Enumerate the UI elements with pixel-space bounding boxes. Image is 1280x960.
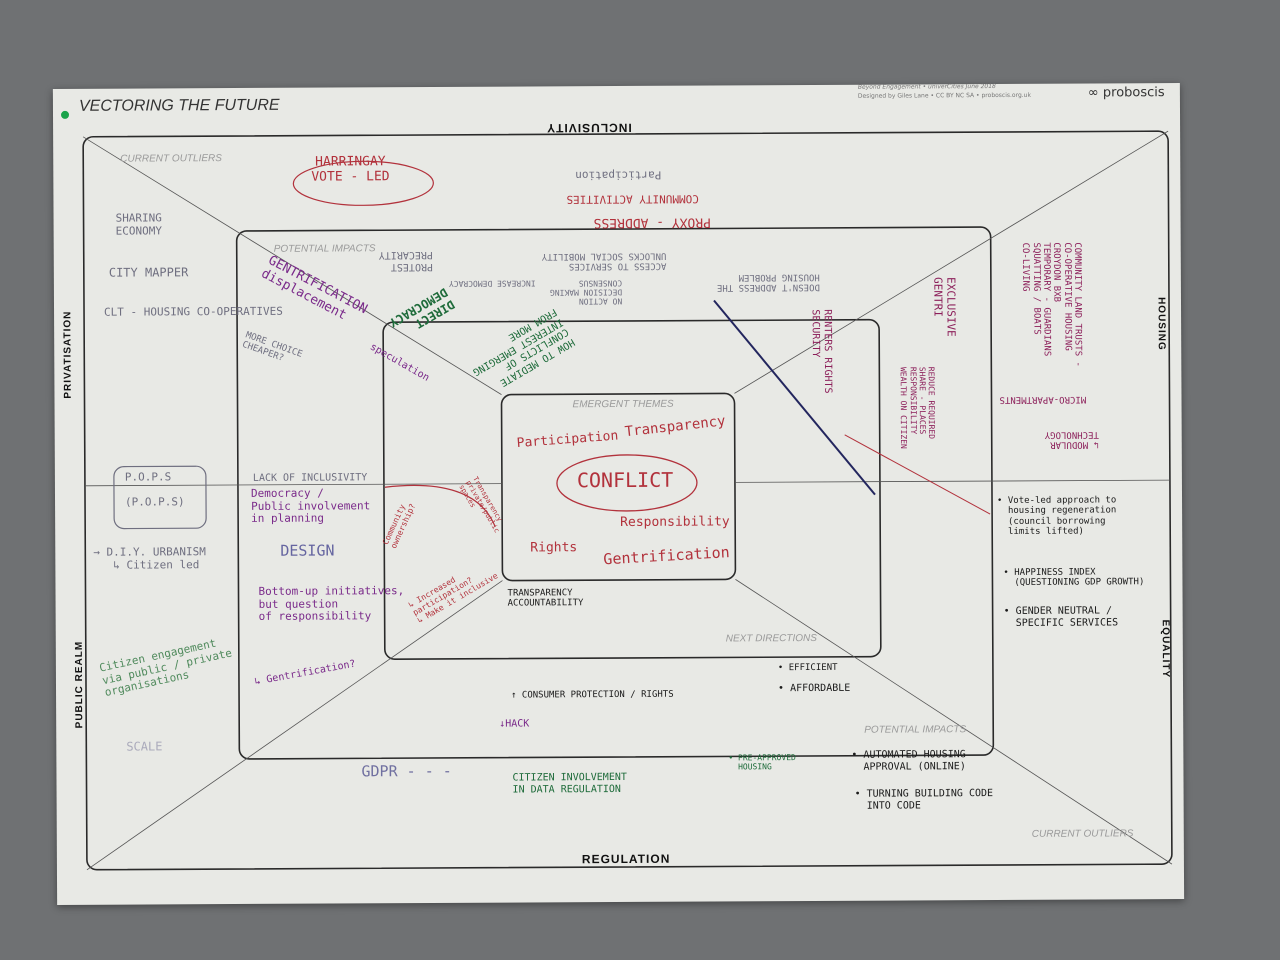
note-turning-building-code: • TURNING BUILDING CODE INTO CODE bbox=[854, 788, 994, 812]
note-consumer-protection: ↑ CONSUMER PROTECTION / RIGHTS bbox=[511, 689, 674, 701]
note-pops: P.O.P.S (P.O.P.S) bbox=[124, 470, 185, 509]
zone-current-outliers-top: CURRENT OUTLIERS bbox=[120, 153, 222, 165]
brand-name: proboscis bbox=[1102, 85, 1165, 101]
note-participation-top: Participation bbox=[575, 168, 662, 182]
zone-potential-impacts-top: POTENTIAL IMPACTS bbox=[273, 243, 376, 255]
note-no-action: NO ACTION DECISION MAKING CONSENSUS bbox=[549, 278, 623, 306]
infinity-icon: ∞ bbox=[1087, 85, 1103, 101]
center-frame bbox=[500, 392, 737, 582]
note-automated-housing: • AUTOMATED HOUSING APPROVAL (ONLINE) bbox=[851, 749, 966, 773]
note-increase-democracy: INCREASE DEMOCRACY bbox=[448, 278, 536, 289]
brand-logo: ∞ proboscis bbox=[1087, 85, 1165, 101]
note-affordable: • AFFORDABLE bbox=[777, 682, 851, 695]
middle-frame bbox=[235, 226, 995, 760]
credit-line-1: Beyond Engagement • univerCities June 20… bbox=[857, 83, 996, 91]
zone-next-directions: NEXT DIRECTIONS bbox=[725, 632, 817, 645]
theme-conflict: CONFLICT bbox=[576, 467, 674, 493]
note-micro-apartments: MICRO-APARTMENTS bbox=[999, 393, 1087, 405]
note-scale: SCALE bbox=[126, 739, 163, 754]
theme-rights: Rights bbox=[530, 540, 578, 556]
note-doesnt-address: DOESN'T ADDRESS THE HOUSING PROBLEM bbox=[716, 271, 820, 293]
note-bottom-up: Bottom-up initiatives, but question of r… bbox=[258, 584, 405, 624]
zone-potential-impacts-bottom: POTENTIAL IMPACTS bbox=[864, 724, 967, 736]
axis-bottom: REGULATION bbox=[581, 851, 671, 867]
axis-right-top: HOUSING bbox=[1155, 297, 1167, 351]
note-renters-rights: RENTERS RIGHTS SECURITY bbox=[810, 309, 834, 394]
note-community-activities: COMMUNITY ACTIVITIES bbox=[566, 192, 699, 206]
note-transparency-accountability: TRANSPARENCY ACCOUNTABILITY bbox=[507, 588, 584, 609]
credit-line-2: Designed by Giles Lane • CC BY NC SA • p… bbox=[857, 91, 1031, 100]
note-city-mapper: CITY MAPPER bbox=[108, 265, 189, 280]
note-proxy-address: PROXY - ADDRESS bbox=[593, 214, 712, 231]
note-citizen-involvement: CITIZEN INVOLVEMENT IN DATA REGULATION bbox=[512, 771, 627, 796]
note-access-services: ACCESS TO SERVICES UNLOCKS SOCIAL MOBILI… bbox=[541, 250, 667, 271]
note-community-land-trusts: COMMUNITY LAND TRUSTS - CO-OPERATIVE HOU… bbox=[1020, 242, 1083, 367]
zone-current-outliers-bottom: CURRENT OUTLIERS bbox=[1031, 828, 1134, 840]
note-reduce-required: REDUCE REQUIRED SHARE - PLACES RESPONSIB… bbox=[899, 366, 937, 449]
poster: VECTORING THE FUTURE Beyond Engagement •… bbox=[52, 83, 1185, 905]
note-hack: ↓HACK bbox=[499, 718, 530, 730]
axis-top: INCLUSIVITY bbox=[546, 120, 632, 136]
note-pre-approved: • PRE-APPROVED HOUSING bbox=[728, 753, 796, 772]
axis-right-bottom: EQUALITY bbox=[1159, 619, 1172, 679]
note-gender-neutral: • GENDER NEUTRAL / SPECIFIC SERVICES bbox=[1003, 605, 1119, 629]
zone-emergent-themes: EMERGENT THEMES bbox=[572, 398, 674, 411]
outer-frame bbox=[82, 130, 1173, 871]
note-protest: PROTEST PRECARITY bbox=[378, 249, 434, 273]
theme-responsibility: Responsibility bbox=[620, 514, 730, 530]
note-modular-technology: ↳ MODULAR TECHNOLOGY bbox=[1044, 428, 1099, 450]
note-efficient: • EFFICIENT bbox=[777, 662, 838, 674]
poster-title: VECTORING THE FUTURE bbox=[78, 96, 280, 115]
inner-frame bbox=[382, 318, 882, 660]
note-vote-led-approach: • Vote-led approach to housing regenerat… bbox=[997, 495, 1117, 538]
note-democracy-public: Democracy / Public involvement in planni… bbox=[250, 486, 371, 526]
note-happiness-index: • HAPPINESS INDEX (QUESTIONING GDP GROWT… bbox=[1003, 567, 1145, 589]
note-gdpr: GDPR - - - bbox=[361, 761, 452, 781]
note-harringay: HARRINGAY VOTE - LED bbox=[311, 154, 390, 185]
axis-left-top: PRIVATISATION bbox=[62, 310, 74, 399]
note-lack-inclusivity: LACK OF INCLUSIVITY bbox=[252, 472, 368, 484]
note-exclusive-gentri: EXCLUSIVE GENTRI bbox=[931, 277, 958, 337]
note-sharing-economy: SHARING ECONOMY bbox=[115, 211, 163, 238]
note-diy-urbanism: → D.I.Y. URBANISM ↳ Citizen led bbox=[93, 545, 206, 572]
quadrant-frame bbox=[61, 110, 1173, 871]
axis-left-bottom: PUBLIC REALM bbox=[73, 640, 86, 729]
note-clt-housing: CLT - HOUSING CO-OPERATIVES bbox=[104, 304, 283, 319]
note-design: DESIGN bbox=[280, 541, 335, 560]
